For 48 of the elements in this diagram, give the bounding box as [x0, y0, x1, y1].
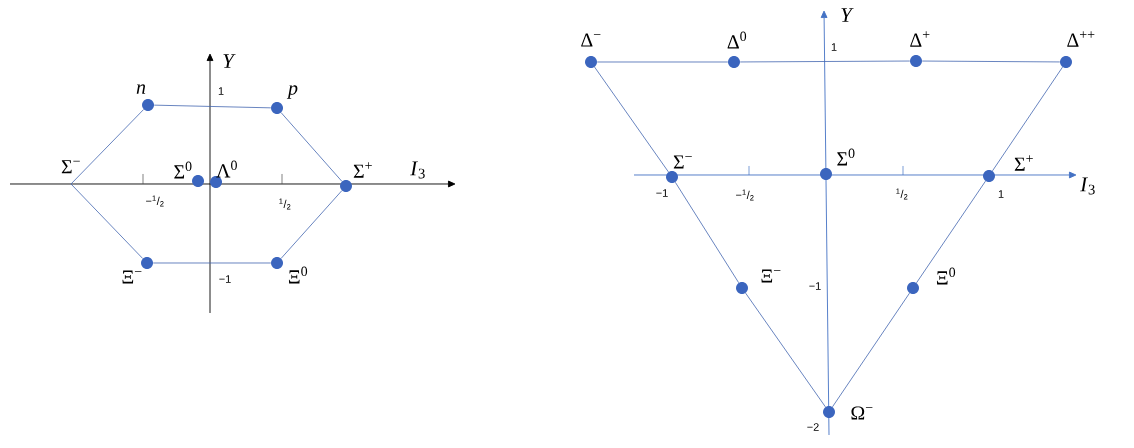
particle-label: Σ$^{0}$ — [174, 161, 192, 179]
particle-label: Δ$^{−}$ — [581, 33, 601, 47]
connecting-line — [594, 66, 669, 173]
particle-label: n — [136, 84, 146, 94]
particle-label: Ω$^{−}$ — [851, 406, 873, 420]
tick-label: −$^{1}$/$_{2}$ — [146, 195, 164, 207]
particle-label: Σ$^{+}$ — [1014, 155, 1033, 171]
tick-label: $^{1}$/$_{2}$ — [896, 188, 908, 200]
connecting-line — [70, 183, 144, 259]
connecting-line — [832, 292, 910, 408]
connecting-line — [745, 292, 826, 408]
tick-label: −1 — [656, 189, 668, 197]
tick-label: −1 — [219, 275, 231, 283]
connecting-line — [992, 66, 1063, 172]
tick-label: −$^{1}$/$_{2}$ — [736, 189, 754, 201]
particle-label: Ξ$^{−}$ — [122, 270, 142, 284]
connecting-line — [153, 104, 272, 109]
axis-label: I$_{3}$ — [1080, 177, 1095, 195]
tick-label: −2 — [807, 423, 819, 431]
tick-label: 1 — [831, 43, 837, 51]
connecting-line — [674, 181, 740, 284]
tick-label: $^{1}$/$_{2}$ — [279, 198, 291, 210]
particle-label: Ξ$^{0}$ — [288, 266, 308, 284]
connecting-line — [280, 112, 343, 182]
particle-label: Σ$^{+}$ — [353, 162, 372, 178]
particle-label: Δ$^{+}$ — [910, 31, 930, 47]
connecting-line — [70, 109, 145, 185]
particle-label: Σ$^{−}$ — [61, 160, 80, 174]
connecting-line — [596, 61, 729, 63]
connecting-line — [280, 190, 343, 259]
connecting-line — [916, 180, 986, 284]
particle-label: p — [286, 85, 298, 99]
particle-label: Λ$^{0}$ — [216, 160, 237, 178]
particle-label: Ξ$^{−}$ — [761, 269, 781, 283]
particle-label: Δ$^{++}$ — [1067, 31, 1095, 47]
connecting-line — [152, 262, 272, 264]
connecting-line — [921, 60, 1061, 63]
particle-label: Ξ$^{0}$ — [936, 267, 956, 285]
tick-label: 1 — [998, 190, 1004, 198]
particle-label: Σ$^{−}$ — [673, 155, 692, 169]
axis-label: Y — [841, 8, 854, 22]
connecting-line — [739, 60, 911, 63]
axis-label: Y — [223, 54, 236, 68]
axis-label: I$_{3}$ — [410, 161, 425, 179]
particle-label: Σ$^{0}$ — [837, 148, 855, 166]
tick-label: 1 — [218, 87, 224, 95]
tick-label: −1 — [809, 282, 821, 290]
particle-label: Δ$^{0}$ — [727, 31, 747, 49]
